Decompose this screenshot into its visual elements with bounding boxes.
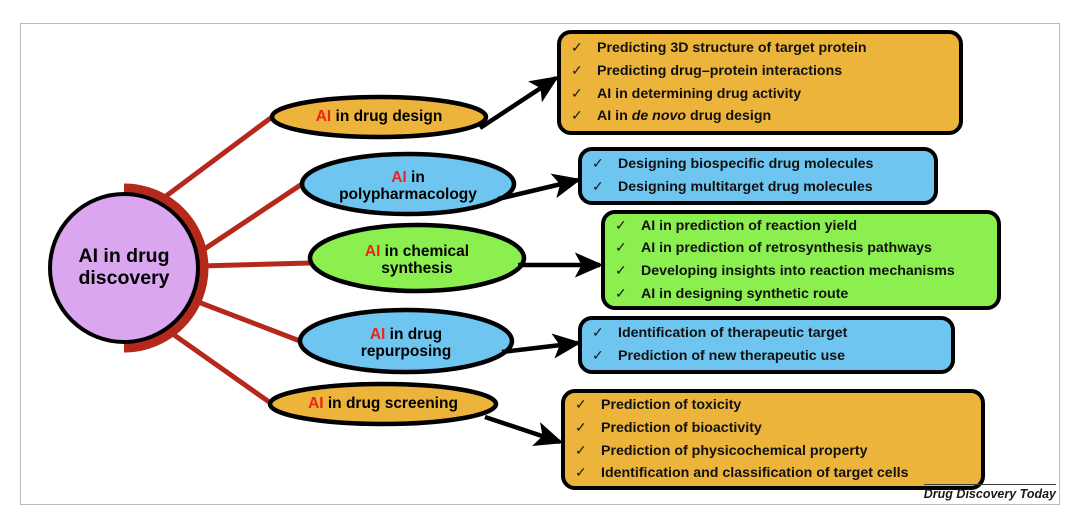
list-item-text: Prediction of bioactivity <box>601 419 762 436</box>
arrow-drug-design <box>478 76 560 130</box>
list-item-text: Predicting drug–protein interactions <box>597 62 843 79</box>
list-item-text: Developing insights into reaction mechan… <box>641 263 955 279</box>
list-item-text: Identification of therapeutic target <box>618 325 848 342</box>
content-box-polypharmacology[interactable]: ✓ Designing biospecific drug molecules ✓… <box>578 147 938 205</box>
list-item: ✓ AI in determining drug activity <box>571 83 945 106</box>
list-item: ✓ Prediction of physicochemical property <box>575 440 967 463</box>
ellipse-drug-repurposing <box>297 307 515 375</box>
list-item: ✓ Designing multitarget drug molecules <box>592 176 920 199</box>
ellipse-drug-design <box>269 94 489 140</box>
check-icon: ✓ <box>592 347 604 363</box>
list-item: ✓ AI in prediction of retrosynthesis pat… <box>615 237 983 260</box>
content-box-chemical-synthesis[interactable]: ✓ AI in prediction of reaction yield ✓ A… <box>601 210 1001 310</box>
check-icon: ✓ <box>592 178 604 194</box>
content-box-drug-design[interactable]: ✓ Predicting 3D structure of target prot… <box>557 30 963 135</box>
list-item-text: Prediction of physicochemical property <box>601 442 868 459</box>
ellipse-polypharmacology <box>299 151 517 217</box>
list-item: ✓ Designing biospecific drug molecules <box>592 153 920 176</box>
check-icon: ✓ <box>571 39 583 56</box>
list-item: ✓ Identification and classification of t… <box>575 462 967 485</box>
connector-hub-chemical-synthesis <box>199 260 311 269</box>
list-item: ✓ Developing insights into reaction mech… <box>615 260 983 283</box>
list-item: ✓ Prediction of bioactivity <box>575 417 967 440</box>
list-item-text: AI in designing synthetic route <box>641 285 849 302</box>
check-icon: ✓ <box>575 396 587 413</box>
list-item-text: AI in prediction of reaction yield <box>641 217 857 234</box>
list-item: ✓ Prediction of new therapeutic use <box>592 345 937 368</box>
arrow-drug-screening <box>484 414 564 446</box>
check-icon: ✓ <box>615 216 627 233</box>
list-item-text: Designing biospecific drug molecules <box>618 156 874 173</box>
list-item-text: Identification and classification of tar… <box>601 465 909 482</box>
list-item-text: Prediction of new therapeutic use <box>618 348 846 364</box>
list-item-text: AI in de novo drug design <box>597 108 772 125</box>
list-item: ✓ Predicting drug–protein interactions <box>571 60 945 83</box>
check-icon: ✓ <box>615 239 627 256</box>
list-item-text: AI in determining drug activity <box>597 85 802 102</box>
list-item-text: Predicting 3D structure of target protei… <box>597 40 867 57</box>
check-icon: ✓ <box>592 324 604 341</box>
check-icon: ✓ <box>592 155 604 172</box>
content-box-drug-repurposing[interactable]: ✓ Identification of therapeutic target ✓… <box>578 316 955 374</box>
list-item: ✓ AI in de novo drug design <box>571 105 945 128</box>
list-item: ✓ Identification of therapeutic target <box>592 322 937 345</box>
connector-hub-drug-design <box>148 114 274 211</box>
ellipse-chemical-synthesis <box>307 222 527 294</box>
check-icon: ✓ <box>571 107 583 124</box>
list-item: ✓ Predicting 3D structure of target prot… <box>571 37 945 60</box>
check-icon: ✓ <box>575 464 587 481</box>
list-item: ✓ AI in prediction of reaction yield <box>615 215 983 238</box>
check-icon: ✓ <box>571 61 583 78</box>
connector-hub-polypharmacology <box>198 181 304 255</box>
check-icon: ✓ <box>575 418 587 435</box>
connector-hub-drug-screening <box>158 322 274 407</box>
list-item: ✓ AI in designing synthetic route <box>615 283 983 306</box>
check-icon: ✓ <box>615 284 627 301</box>
check-icon: ✓ <box>575 441 587 458</box>
figure-credit: Drug Discovery Today <box>923 484 1056 501</box>
list-item-text: AI in prediction of retrosynthesis pathw… <box>641 240 932 257</box>
list-item-text: Designing multitarget drug molecules <box>618 179 873 195</box>
check-icon: ✓ <box>571 84 583 101</box>
hub-circle <box>48 192 200 344</box>
arrow-drug-repurposing <box>501 333 582 359</box>
content-box-drug-screening[interactable]: ✓ Prediction of toxicity ✓ Prediction of… <box>561 389 985 490</box>
list-item: ✓ Prediction of toxicity <box>575 394 967 417</box>
ellipse-drug-screening <box>267 381 499 427</box>
list-item-text: Prediction of toxicity <box>601 397 742 414</box>
check-icon: ✓ <box>615 262 627 278</box>
arrow-polypharmacology <box>497 173 582 202</box>
connector-hub-drug-repurposing <box>192 297 301 344</box>
